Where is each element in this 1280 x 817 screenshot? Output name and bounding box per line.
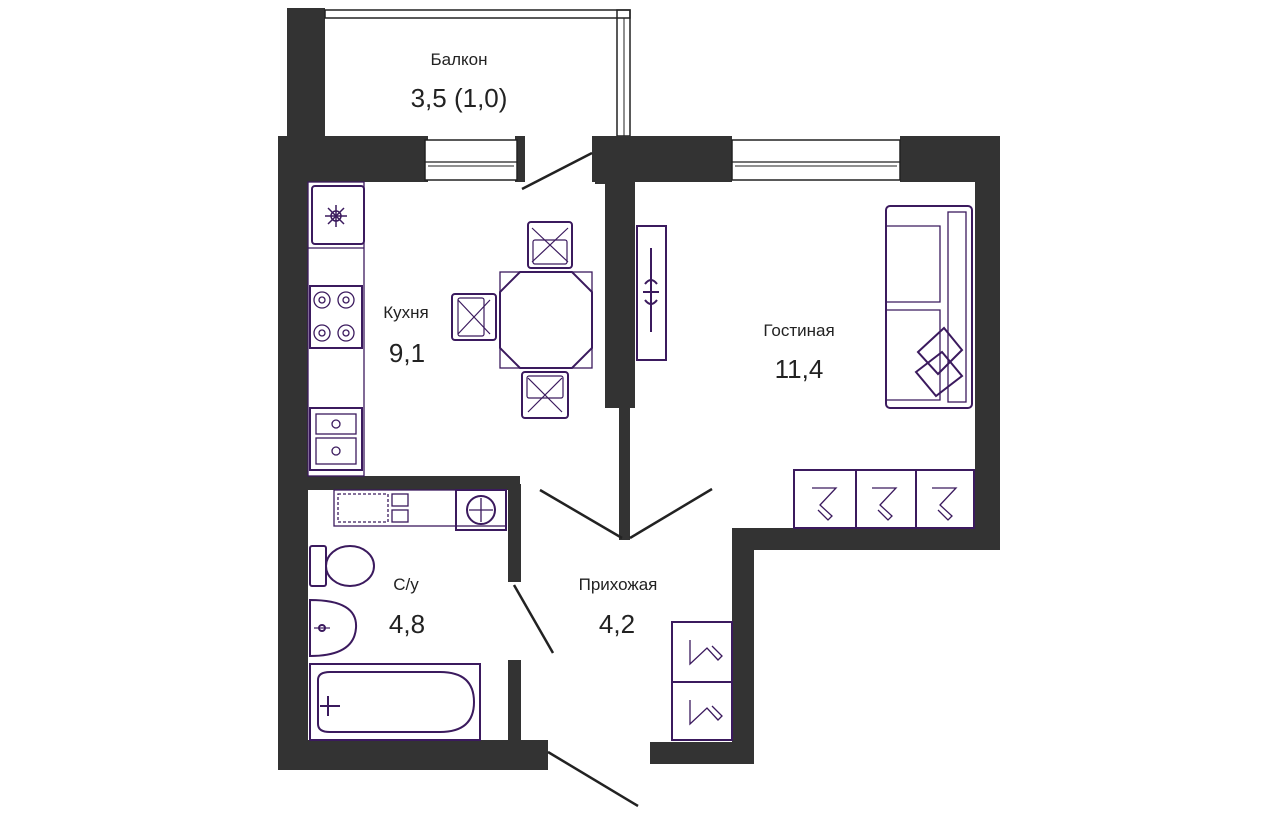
wall-living-bottom <box>732 528 1000 550</box>
wall-bottom-left <box>278 740 548 770</box>
wall-top-kitchen-right <box>515 136 525 182</box>
balcony-area-value: 3,5 (1,0) <box>411 83 508 113</box>
tv-icon <box>643 248 659 332</box>
bathroom-name: С/у <box>393 575 419 594</box>
hallway-furniture <box>671 621 733 741</box>
wall-bottom-right <box>650 742 750 764</box>
wall-left-outer <box>278 136 308 770</box>
dining-table <box>499 271 593 369</box>
kitchen-name: Кухня <box>383 303 429 322</box>
balcony-left-wall <box>287 8 325 136</box>
wall-right-outer <box>975 136 1000 550</box>
chair <box>527 221 573 269</box>
doors <box>512 151 713 808</box>
living-name: Гостиная <box>763 321 834 340</box>
kitchen-furniture <box>307 181 593 477</box>
partition-kitchen-bath <box>290 476 520 490</box>
living-area-value: 11,4 <box>775 354 824 384</box>
washing-machine <box>455 489 507 531</box>
walls <box>278 136 1000 770</box>
chair <box>451 293 497 341</box>
hallway-name: Прихожая <box>579 575 658 594</box>
fridge <box>311 185 365 245</box>
wardrobe-living <box>793 469 975 529</box>
hanger-icon <box>689 640 723 726</box>
bathroom-area-value: 4,8 <box>389 609 425 639</box>
partition-top-block <box>595 136 635 184</box>
entrance-door <box>547 750 639 808</box>
bathroom-door <box>512 584 555 654</box>
hallway-area-value: 4,2 <box>599 609 635 639</box>
bathroom-furniture <box>309 489 507 741</box>
partition-kitchen-living <box>605 180 635 408</box>
bathtub <box>309 663 481 741</box>
partition-lower <box>619 404 630 540</box>
burner-icon <box>313 291 355 342</box>
balcony-door <box>521 151 593 191</box>
kitchen-sink <box>309 407 363 471</box>
kitchen-counter <box>307 181 365 477</box>
living-furniture <box>636 205 975 529</box>
partition-bath-hall-top <box>508 484 521 582</box>
room-labels: Балкон 3,5 (1,0) Кухня 9,1 Гостиная 11,4… <box>383 50 834 639</box>
kitchen-window <box>424 139 518 181</box>
balcony-area <box>287 8 631 137</box>
washbasin <box>309 598 358 658</box>
balcony-name: Балкон <box>430 50 487 69</box>
partition-bath-hall-bottom <box>508 660 521 770</box>
pillow-icon <box>914 326 964 398</box>
sofa <box>885 205 973 409</box>
chair <box>521 371 569 419</box>
cooktop <box>309 285 363 349</box>
toilet <box>309 545 375 587</box>
living-window <box>731 139 901 181</box>
hanger-icon <box>812 487 958 521</box>
snowflake-icon <box>325 205 347 227</box>
wall-hall-right <box>732 528 754 764</box>
balcony-glazing-top <box>324 9 631 19</box>
kitchen-area-value: 9,1 <box>389 338 425 368</box>
kitchen-door <box>539 488 623 540</box>
tv-stand <box>636 225 667 361</box>
living-door <box>629 487 713 540</box>
